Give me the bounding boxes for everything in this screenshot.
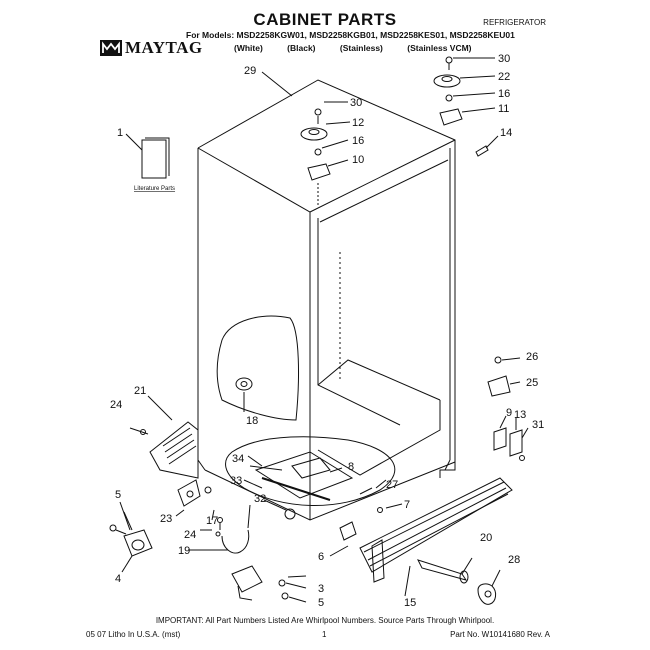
top-hinge-left — [300, 101, 351, 205]
callout-31: 31 — [532, 419, 544, 431]
callout-1: 1 — [117, 127, 123, 139]
callout-17: 17 — [206, 515, 218, 527]
callout-14: 14 — [500, 127, 512, 139]
brand-logo: MAYTAG — [100, 38, 203, 58]
callout-33: 33 — [230, 475, 242, 487]
model-variants: (White) (Black) (Stainless) (Stainless V… — [234, 43, 494, 53]
leader-lines — [123, 71, 343, 578]
callout-11: 11 — [498, 103, 509, 115]
literature-parts — [125, 133, 170, 179]
front-small-parts — [329, 479, 403, 557]
callout-16b: 16 — [498, 88, 510, 100]
bottom-bracket — [231, 565, 307, 603]
bottom-hinge-right — [487, 356, 529, 461]
callout-16a: 16 — [352, 135, 364, 147]
leveling-foot-left — [109, 501, 153, 573]
callout-5b: 5 — [318, 597, 324, 609]
callout-28: 28 — [508, 554, 520, 566]
callout-13: 13 — [514, 409, 526, 421]
callout-8: 8 — [348, 461, 354, 473]
callout-34: 34 — [232, 453, 244, 465]
category-label: REFRIGERATOR — [483, 18, 546, 27]
callout-30a: 30 — [350, 97, 362, 109]
toe-grille — [359, 477, 513, 597]
variant-stainless-vcm: (Stainless VCM) — [407, 43, 472, 53]
footer-date: 05 07 Litho In U.S.A. (mst) — [86, 630, 181, 639]
callout-26: 26 — [526, 351, 538, 363]
callout-12: 12 — [352, 117, 364, 129]
callout-numbers: 1 29 30 12 16 10 30 22 16 11 14 26 25 9 … — [110, 53, 544, 609]
variant-white: (White) — [234, 43, 263, 53]
cabinet-body — [197, 79, 456, 521]
insulation-blob — [216, 315, 299, 421]
footer-part-number: Part No. W10141680 Rev. A — [450, 630, 550, 639]
callout-15: 15 — [404, 597, 416, 609]
callout-32: 32 — [254, 493, 266, 505]
drain-pan-assembly — [225, 436, 396, 520]
callout-25: 25 — [526, 377, 538, 389]
footer-page-number: 1 — [322, 630, 327, 639]
callout-29: 29 — [244, 65, 256, 77]
rear-condenser — [129, 395, 199, 479]
front-roller-left — [177, 479, 251, 554]
callout-21: 21 — [134, 385, 146, 397]
callout-4: 4 — [115, 573, 121, 585]
callout-24b: 24 — [184, 529, 196, 541]
callout-27: 27 — [386, 479, 398, 491]
callout-6: 6 — [318, 551, 324, 563]
variant-stainless: (Stainless) — [339, 43, 383, 53]
callout-10: 10 — [352, 154, 364, 166]
callout-3: 3 — [318, 583, 324, 595]
callout-19: 19 — [178, 545, 190, 557]
callout-9: 9 — [506, 407, 512, 419]
callout-23: 23 — [160, 513, 172, 525]
top-hinge-right — [433, 56, 499, 157]
callout-20: 20 — [480, 532, 492, 544]
page-title: CABINET PARTS — [253, 10, 397, 29]
grille-clip — [417, 557, 501, 605]
models-line: For Models: MSD2258KGW01, MSD2258KGB01, … — [186, 30, 515, 40]
callout-22: 22 — [498, 71, 510, 83]
callout-18: 18 — [246, 415, 258, 427]
brand-name: MAYTAG — [125, 38, 203, 57]
callout-7: 7 — [404, 499, 410, 511]
callout-5a: 5 — [115, 489, 121, 501]
callout-30b: 30 — [498, 53, 510, 65]
footer-note: IMPORTANT: All Part Numbers Listed Are W… — [155, 616, 495, 625]
maytag-m-icon — [100, 40, 122, 56]
callout-24a: 24 — [110, 399, 122, 411]
literature-label: Literature Parts — [134, 186, 175, 192]
variant-black: (Black) — [287, 43, 316, 53]
